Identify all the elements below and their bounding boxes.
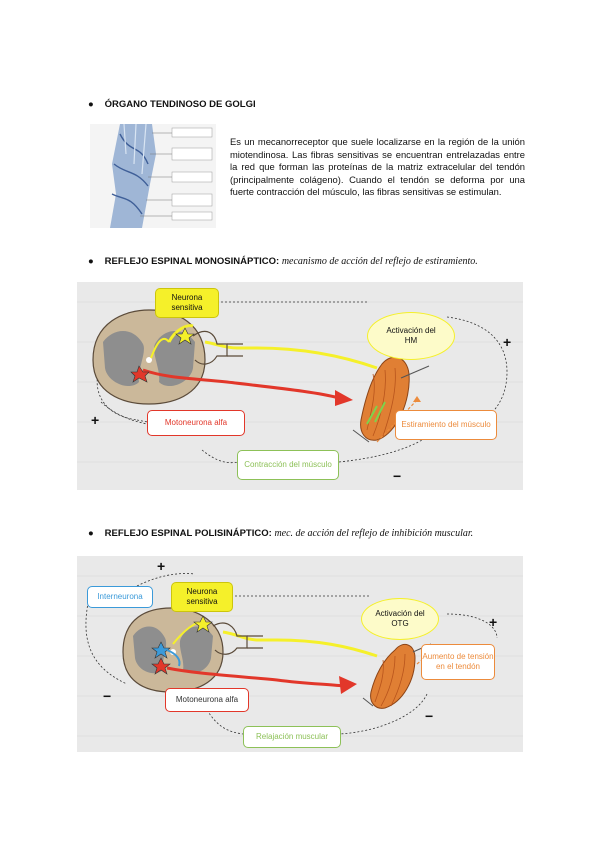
activation-hm-ellipse: Activación del HM — [367, 312, 455, 360]
sensory-neuron-box: Neurona sensitiva — [155, 288, 219, 318]
section-polysynaptic-heading: ● REFLEJO ESPINAL POLISINÁPTICO: mec. de… — [88, 528, 474, 539]
section-title: REFLEJO ESPINAL POLISINÁPTICO: — [104, 528, 272, 539]
interneuron-box: Interneurona — [87, 586, 153, 608]
section-subtitle: mec. de acción del reflejo de inhibición… — [274, 528, 474, 539]
plus-sign-top: + — [157, 558, 166, 574]
minus-sign-right: − — [425, 708, 434, 724]
activation-otg-ellipse: Activación del OTG — [361, 598, 439, 640]
plus-sign-right: + — [489, 614, 498, 630]
plus-sign-right: + — [503, 334, 512, 350]
section-golgi-heading: ● ÓRGANO TENDINOSO DE GOLGI — [88, 99, 256, 110]
motoneuron-box: Motoneurona alfa — [165, 688, 249, 712]
golgi-organ-image — [90, 124, 216, 228]
contraction-box: Contracción del músculo — [237, 450, 339, 480]
section-subtitle: mecanismo de acción del reflejo de estir… — [281, 256, 478, 267]
golgi-description: Es un mecanorreceptor que suele localiza… — [230, 136, 525, 198]
minus-sign: − — [393, 468, 402, 484]
plus-sign-left: + — [91, 412, 100, 428]
relaxation-box: Relajación muscular — [243, 726, 341, 748]
polysynaptic-diagram: Interneurona Neurona sensitiva Activació… — [77, 556, 523, 752]
section-title: ÓRGANO TENDINOSO DE GOLGI — [104, 99, 256, 110]
sensory-neuron-box: Neurona sensitiva — [171, 582, 233, 612]
section-monosynaptic-heading: ● REFLEJO ESPINAL MONOSINÁPTICO: mecanis… — [88, 256, 478, 267]
tension-box: Aumento de tensión en el tendón — [421, 644, 495, 680]
motoneuron-box: Motoneurona alfa — [147, 410, 245, 436]
section-title: REFLEJO ESPINAL MONOSINÁPTICO: — [104, 256, 280, 267]
minus-sign-left: − — [103, 688, 112, 704]
monosynaptic-diagram: Neurona sensitiva Activación del HM Moto… — [77, 282, 523, 490]
stretch-box: Estiramiento del músculo — [395, 410, 497, 440]
